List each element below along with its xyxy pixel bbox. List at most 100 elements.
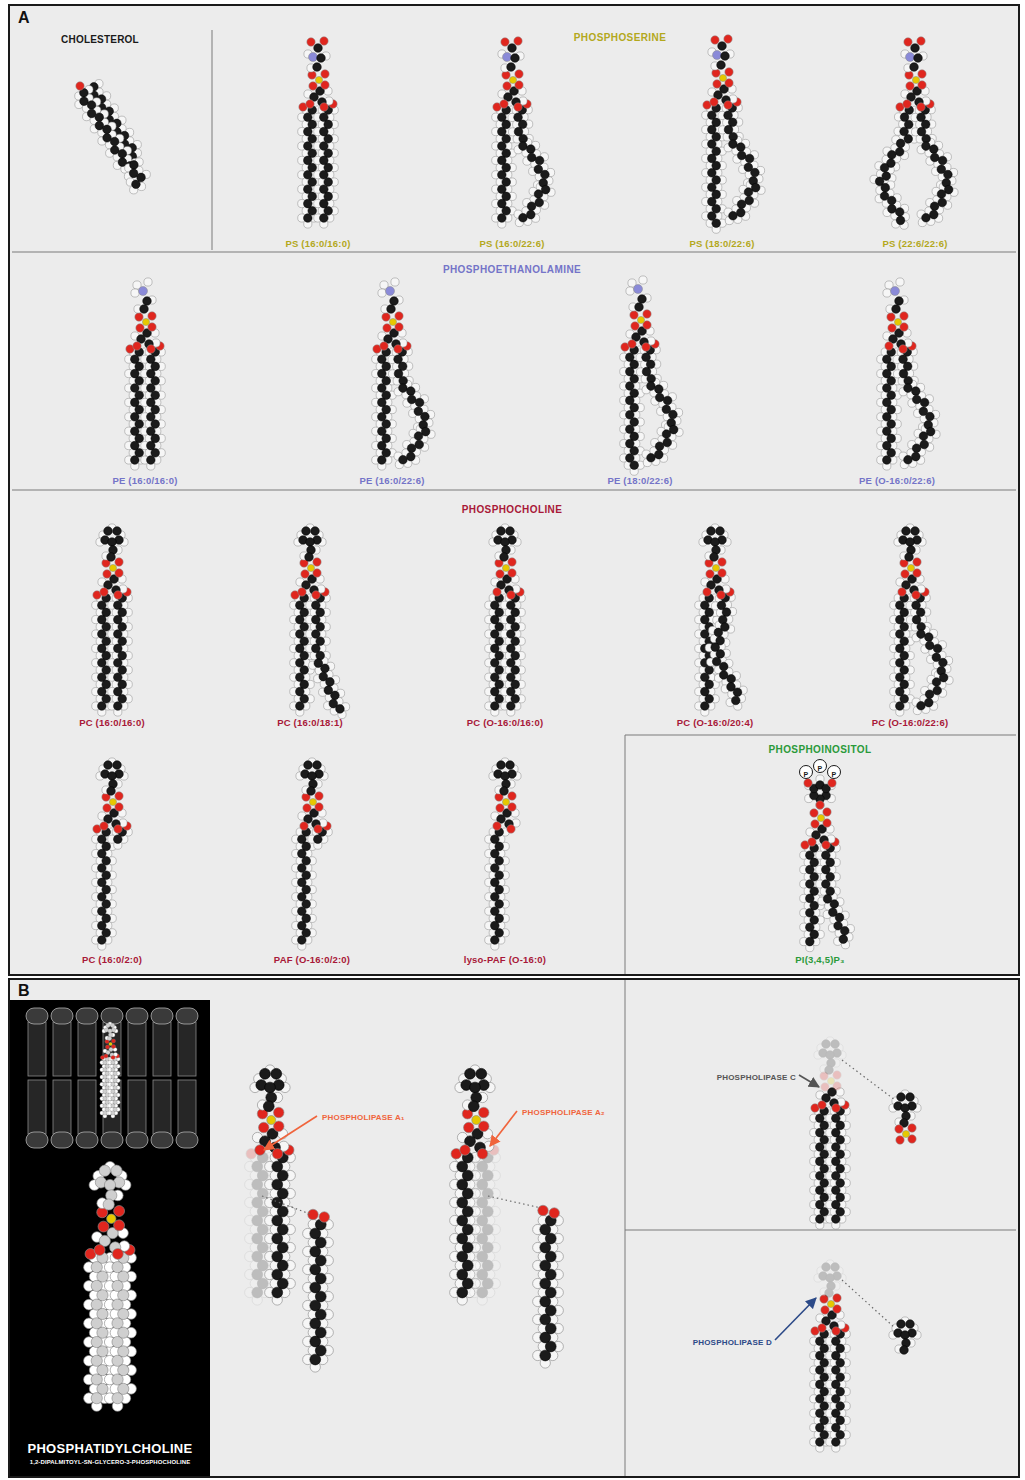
atom [314, 44, 323, 53]
atom [930, 145, 939, 154]
atom [906, 82, 914, 90]
atom [501, 38, 509, 46]
atom [103, 570, 111, 578]
atom [390, 297, 399, 306]
atom [731, 696, 740, 705]
atom [399, 455, 408, 464]
atom [315, 76, 322, 83]
glycerol-backbone [701, 575, 730, 600]
atom [647, 453, 656, 462]
lipid-model [877, 278, 940, 470]
divider-line [12, 252, 1016, 253]
atom [911, 452, 920, 461]
atom [737, 200, 746, 209]
atom [917, 37, 925, 45]
atom [305, 553, 314, 562]
acyl-chain [508, 100, 555, 227]
atom [899, 345, 907, 353]
atom [712, 219, 721, 228]
atom [502, 564, 509, 571]
atom [394, 345, 402, 353]
atom [895, 147, 904, 156]
atom [336, 705, 345, 714]
phosphate-group [135, 312, 156, 332]
phosphate-group [382, 312, 403, 332]
atom [386, 287, 395, 296]
atom [662, 430, 671, 439]
atom [304, 214, 313, 223]
atom [920, 440, 929, 449]
atom [498, 214, 507, 223]
atom [491, 702, 500, 711]
atom [912, 387, 921, 396]
atom [147, 345, 155, 353]
acyl-chain [718, 98, 765, 225]
atom [898, 588, 906, 596]
atom [114, 591, 122, 599]
atom [911, 44, 920, 53]
atom [628, 340, 636, 348]
acyl-chain [870, 103, 919, 229]
atom [113, 761, 122, 770]
atom [76, 82, 84, 90]
atom [519, 213, 528, 222]
atom [298, 588, 306, 596]
atom [888, 150, 897, 159]
atom [113, 527, 122, 536]
atom [114, 825, 122, 833]
head-group [901, 37, 927, 72]
acyl-chain [501, 588, 526, 716]
atom [907, 564, 914, 571]
atom [920, 398, 929, 407]
atom [503, 82, 511, 90]
atom [630, 461, 639, 470]
atom [891, 287, 900, 296]
atom [387, 305, 396, 314]
atom [109, 798, 116, 805]
atom [104, 761, 113, 770]
atom [637, 316, 644, 323]
atom [706, 570, 714, 578]
atom [407, 387, 416, 396]
atom [95, 121, 104, 130]
divider-line [625, 735, 1016, 736]
atom [307, 38, 315, 46]
head-group [883, 278, 908, 313]
atom [894, 318, 901, 325]
atom [635, 303, 644, 312]
acyl-chain [306, 588, 350, 719]
atom [904, 135, 913, 144]
atom [541, 170, 550, 179]
phosphate-group [887, 312, 908, 332]
atom [710, 98, 718, 106]
atom [507, 702, 516, 711]
atom [395, 312, 403, 320]
atom [917, 103, 925, 111]
atom [103, 804, 111, 812]
atom [901, 570, 909, 578]
atom [896, 702, 905, 711]
atom [913, 558, 921, 566]
atom [515, 70, 523, 78]
atom [880, 164, 889, 173]
atom [108, 772, 117, 781]
acyl-chain [314, 100, 339, 228]
atom [737, 151, 746, 160]
atom [496, 570, 504, 578]
acyl-chain [141, 342, 166, 470]
atom [110, 146, 119, 155]
atom [139, 287, 148, 296]
atom [142, 318, 149, 325]
phosphate-group [712, 68, 733, 88]
glycerol-backbone [708, 85, 737, 110]
atom [933, 686, 942, 695]
atom [630, 311, 638, 319]
lipid-model [890, 524, 953, 716]
lipid-model [485, 524, 526, 716]
atom [638, 295, 647, 304]
atom [307, 564, 314, 571]
acyl-chain [906, 588, 953, 715]
atom [626, 287, 634, 295]
phosphate-group [502, 70, 523, 90]
atom [883, 456, 892, 465]
